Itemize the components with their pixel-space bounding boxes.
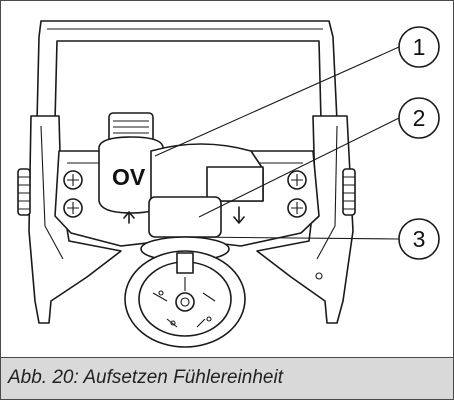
- sensor-unit-illustration: OV: [17, 20, 440, 348]
- caption-bar: Abb. 20: Aufsetzen Fühlereinheit: [1, 357, 453, 399]
- callout-number: 2: [413, 105, 426, 131]
- arrow-up-icon: [123, 211, 135, 224]
- callout-leaders: [154, 46, 400, 240]
- callout-1: 1: [398, 26, 440, 68]
- figure-caption: Abb. 20: Aufsetzen Fühlereinheit: [8, 367, 283, 388]
- screw-icon: [63, 170, 307, 218]
- callout-number: 1: [413, 34, 426, 60]
- valve-body: OV: [98, 112, 164, 224]
- housing-cover: [36, 20, 338, 122]
- valve-marking: OV: [112, 164, 146, 190]
- pipe-manifold: [150, 143, 264, 224]
- right-bracket: [256, 115, 356, 324]
- sensor-head: [124, 196, 246, 348]
- callout-number: 3: [413, 226, 426, 252]
- arrow-down-icon: [233, 206, 245, 224]
- callout-2: 2: [398, 97, 440, 139]
- callout-3: 3: [398, 218, 440, 260]
